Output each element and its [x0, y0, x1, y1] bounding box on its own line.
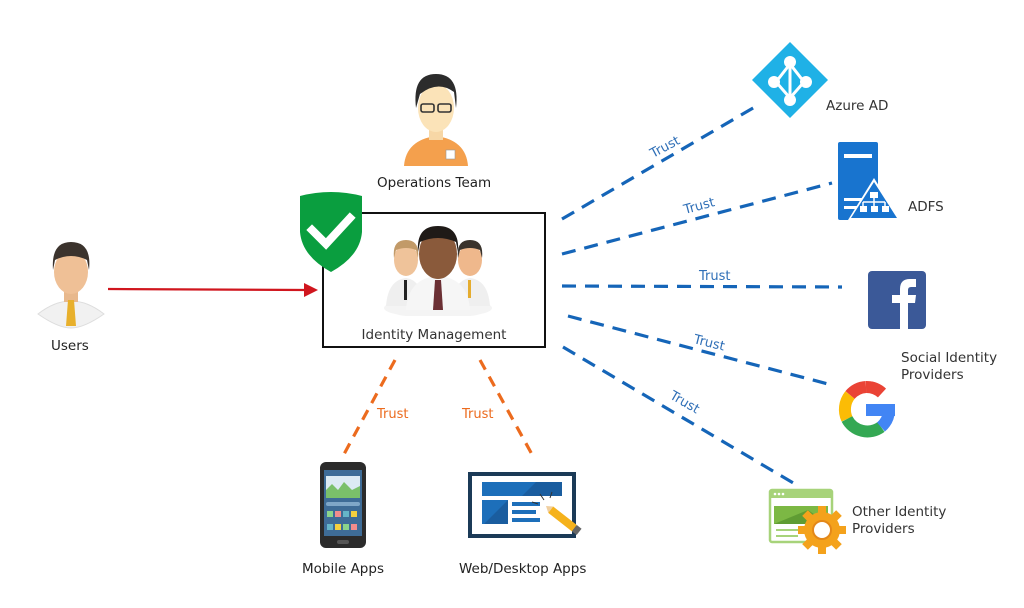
edge-azure-ad	[561, 102, 761, 221]
operations-team-icon	[404, 74, 468, 166]
identity-team-icon	[384, 226, 492, 316]
web-desktop-apps-label: Web/Desktop Apps	[459, 561, 587, 577]
google-icon[interactable]	[835, 379, 897, 441]
trust-label-mobile: Trust	[376, 407, 408, 422]
azure-ad-label: Azure AD	[826, 98, 889, 114]
other-providers-line1: Other Identity	[852, 504, 947, 520]
pencil-icon	[546, 506, 582, 536]
other-identity-providers-label: Other Identity Providers	[852, 504, 946, 538]
gear-icon	[798, 506, 846, 554]
adfs-server-icon[interactable]	[834, 140, 902, 224]
identity-management-box[interactable]: Identity Management	[322, 212, 546, 348]
edge-adfs	[561, 181, 833, 256]
shield-check-icon	[300, 192, 362, 272]
mobile-apps-label: Mobile Apps	[302, 561, 384, 577]
social-identity-providers-label: Social Identity Providers	[901, 350, 997, 384]
users-avatar-icon	[37, 242, 105, 329]
edge-facebook	[561, 284, 843, 289]
social-providers-line1: Social Identity	[901, 350, 998, 366]
operations-team-label: Operations Team	[377, 175, 492, 191]
mobile-phone-icon[interactable]	[320, 462, 366, 548]
facebook-icon[interactable]	[868, 271, 926, 329]
social-providers-line2: Providers	[901, 367, 964, 383]
azure-ad-icon[interactable]	[752, 42, 828, 118]
users-arrow	[107, 287, 307, 292]
users-label: Users	[51, 338, 89, 354]
trust-label-web: Trust	[461, 407, 493, 422]
adfs-label: ADFS	[908, 199, 944, 215]
other-providers-icon[interactable]	[768, 488, 848, 556]
edge-other-providers	[562, 345, 801, 489]
users-arrow-head	[304, 283, 318, 297]
other-providers-line2: Providers	[852, 521, 915, 537]
trust-label-adfs: Trust	[681, 195, 716, 218]
trust-label-facebook: Trust	[698, 269, 730, 284]
web-desktop-icon[interactable]	[466, 470, 582, 540]
identity-management-label: Identity Management	[361, 327, 507, 343]
